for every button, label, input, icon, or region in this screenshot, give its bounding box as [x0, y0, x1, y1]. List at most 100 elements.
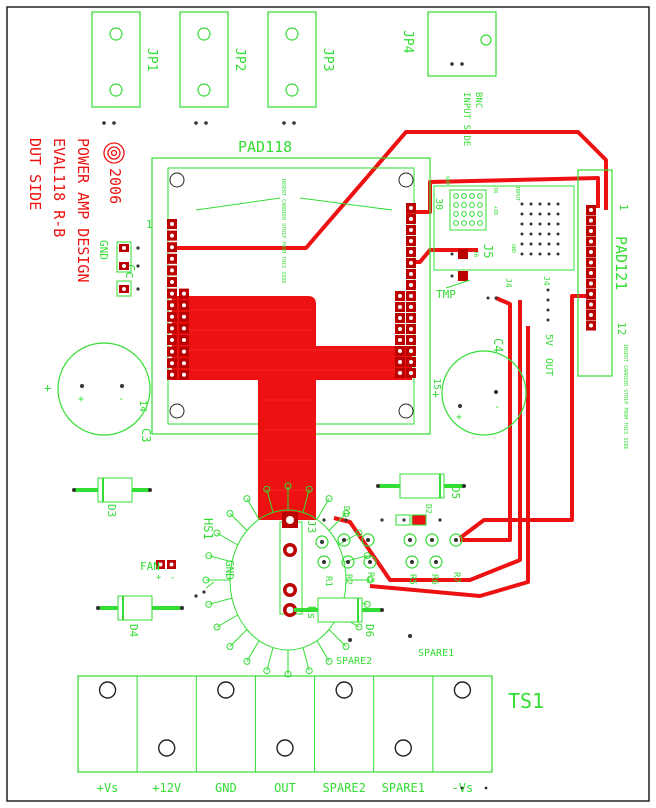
hs1-label: HS1 — [201, 518, 215, 540]
d2-label: D2 — [424, 504, 433, 514]
terminal-label: SPARE2 — [322, 781, 365, 795]
heatsink-fin — [316, 640, 330, 662]
via — [538, 252, 542, 256]
via — [529, 252, 533, 256]
via — [556, 242, 560, 246]
terminal-label: GND — [215, 781, 237, 795]
resistor-pad — [429, 555, 443, 569]
via — [520, 252, 524, 256]
input-side-label: INPUT SIDE — [461, 92, 471, 146]
heatsink-fin-tip — [325, 495, 333, 503]
resistor-pad — [403, 533, 417, 547]
heatsink-fin-tip — [205, 600, 213, 608]
c4-plus-outer: + — [432, 387, 439, 401]
pad118-right-pins — [395, 203, 416, 378]
heatsink-fin — [328, 629, 347, 647]
heatsink-fin-tip — [226, 642, 234, 650]
c3-label: C3 — [139, 428, 153, 442]
gnd-small-label: GND — [444, 176, 450, 185]
terminal-screw — [217, 681, 235, 699]
company-logo-icon — [103, 142, 125, 164]
d3-label: D3 — [105, 504, 118, 517]
diode-d5 — [376, 473, 466, 499]
header-pin — [469, 202, 475, 208]
pad121-pin12: 12 — [615, 322, 628, 335]
c3-minus-inner: - — [118, 394, 124, 405]
header-pin — [461, 202, 467, 208]
pad121-pin1: 1 — [617, 204, 630, 211]
heatsink-fin-tip — [243, 495, 251, 503]
gnd-small-label-2: GND — [510, 244, 516, 253]
heatsink-fin — [266, 489, 274, 513]
fan-connector — [156, 560, 176, 569]
via — [520, 212, 524, 216]
d1-label: D1 — [342, 506, 351, 516]
resistor-pad — [315, 535, 329, 549]
pad118-pin30: 30 — [433, 198, 444, 210]
via — [520, 242, 524, 246]
copper-traces — [172, 130, 608, 598]
diode-d6 — [294, 597, 384, 623]
via — [520, 232, 524, 236]
heatsink-fin-tip — [363, 600, 371, 608]
j5-label: J5 — [481, 244, 495, 258]
terminal-label: SPARE1 — [382, 781, 425, 795]
via — [529, 242, 533, 246]
via — [520, 222, 524, 226]
heatsink-fin-tip — [305, 485, 313, 493]
heatsink-fin-tip — [342, 642, 350, 650]
fan-minus: - — [170, 573, 175, 583]
via — [556, 202, 560, 206]
heatsink-hs1 — [202, 482, 374, 678]
header-pin — [477, 202, 483, 208]
spare2-board-label: SPARE2 — [336, 656, 372, 667]
insert-label-left: INSERT CARRIER STRIP FROM THIS SIDE — [280, 178, 286, 283]
heatsink-fin — [216, 532, 239, 546]
jumper-jp3 — [267, 11, 317, 108]
via — [556, 232, 560, 236]
input-header-array — [453, 193, 560, 256]
terminal-screw — [394, 739, 412, 757]
terminal-screw — [453, 681, 472, 699]
pad118-left-pins — [167, 219, 189, 380]
via — [547, 242, 551, 246]
heatsink-fin-tip — [226, 510, 234, 518]
pad121-label: PAD121 — [612, 236, 630, 290]
via — [529, 202, 533, 206]
spare1-board-label: SPARE1 — [418, 648, 454, 659]
heatsink-fin — [302, 489, 310, 513]
via — [520, 202, 524, 206]
heatsink-fin — [316, 498, 330, 520]
via — [538, 242, 542, 246]
header-pin — [469, 220, 475, 226]
header-pin — [477, 220, 483, 226]
header-pin — [477, 193, 483, 199]
resistor-pad — [363, 555, 377, 569]
via — [547, 222, 551, 226]
r1-label: R1 — [323, 576, 333, 587]
heatsink-fin-tip — [355, 529, 363, 537]
r3-label: R3 — [365, 572, 375, 583]
heatsink-fin — [246, 498, 260, 520]
pad118-label: PAD118 — [238, 138, 292, 156]
jumper-jp2 — [179, 11, 229, 108]
resistor-pad — [361, 533, 375, 547]
heatsink-fin-tip — [213, 623, 221, 631]
insert-label-right: INSERT CARRIER STRIP FROM THIS SIDE — [622, 344, 628, 449]
via — [547, 232, 551, 236]
via — [538, 222, 542, 226]
pad118-pin14: 14 — [137, 400, 148, 412]
pad121-outline — [577, 169, 613, 377]
heatsink-fin-tip — [263, 485, 271, 493]
r2-label: R2 — [343, 574, 353, 585]
via — [547, 212, 551, 216]
header-pin — [477, 211, 483, 217]
input-small-label: INPUT — [514, 186, 520, 201]
d4-label: D4 — [127, 624, 140, 638]
year-label: 2006 — [106, 168, 124, 204]
d5-label: D5 — [449, 486, 462, 499]
resistor-pad — [341, 555, 355, 569]
terminal-screw — [276, 739, 294, 757]
heatsink-fin-tip — [205, 552, 213, 560]
